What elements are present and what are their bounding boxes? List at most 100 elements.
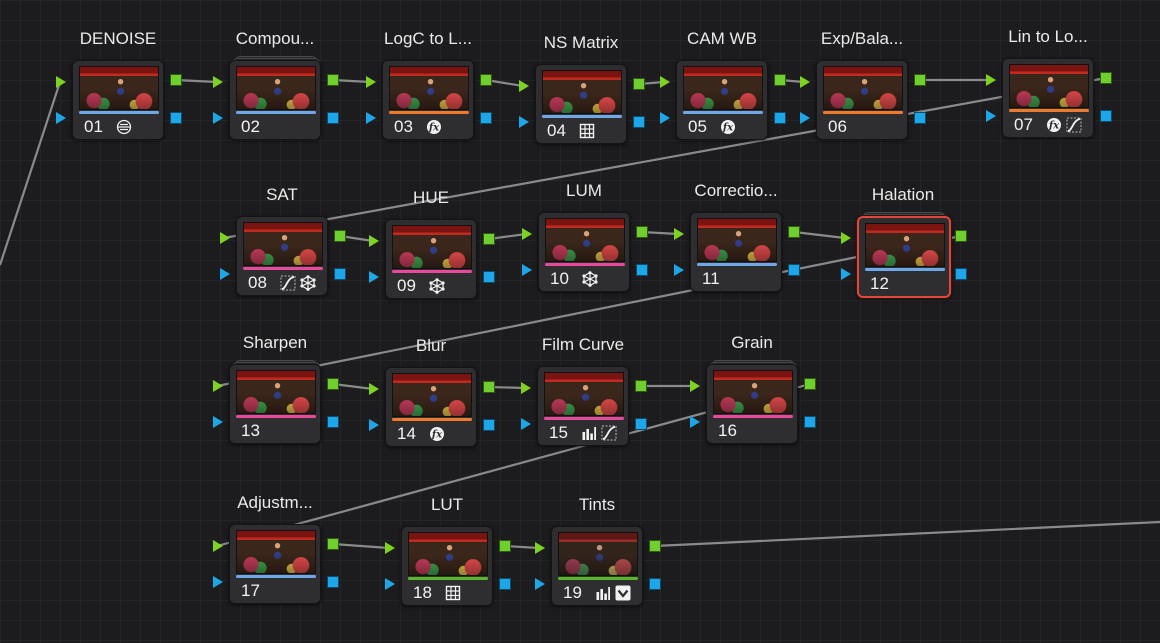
rgb-output-port[interactable] (499, 540, 511, 552)
rgb-output-port[interactable] (955, 230, 967, 242)
key-output-port[interactable] (480, 112, 492, 124)
key-output-port[interactable] (170, 112, 182, 124)
node-box[interactable]: 08 (236, 216, 328, 296)
rgb-output-port[interactable] (804, 378, 816, 390)
node-06[interactable]: Exp/Bala...06 (800, 29, 926, 140)
rgb-output-port[interactable] (633, 78, 645, 90)
key-output-port[interactable] (327, 576, 339, 588)
rgb-output-port[interactable] (1100, 72, 1112, 84)
node-box[interactable]: 10 (538, 212, 630, 292)
rgb-input-port[interactable] (519, 80, 529, 92)
rgb-input-port[interactable] (366, 76, 376, 88)
node-box[interactable]: 04 (535, 64, 627, 144)
rgb-input-port[interactable] (674, 228, 684, 240)
rgb-output-port[interactable] (480, 74, 492, 86)
outgoing-output-line[interactable] (654, 520, 1160, 548)
key-output-port[interactable] (955, 268, 967, 280)
key-output-port[interactable] (804, 416, 816, 428)
rgb-input-port[interactable] (213, 540, 223, 552)
rgb-input-port[interactable] (521, 382, 531, 394)
key-input-port[interactable] (800, 112, 810, 124)
rgb-input-port[interactable] (220, 232, 230, 244)
rgb-output-port[interactable] (635, 380, 647, 392)
key-output-port[interactable] (334, 268, 346, 280)
connection-line[interactable] (223, 76, 1107, 240)
key-input-port[interactable] (366, 112, 376, 124)
key-output-port[interactable] (649, 578, 661, 590)
node-box[interactable]: 01 (72, 60, 164, 140)
node-box[interactable]: 12 (857, 216, 951, 298)
rgb-input-port[interactable] (690, 380, 700, 392)
key-input-port[interactable] (213, 576, 223, 588)
key-output-port[interactable] (327, 416, 339, 428)
key-input-port[interactable] (213, 416, 223, 428)
node-02[interactable]: Compou...02 (213, 29, 339, 140)
rgb-output-port[interactable] (327, 378, 339, 390)
node-11[interactable]: Correctio...11 (674, 181, 800, 292)
key-output-port[interactable] (788, 264, 800, 276)
rgb-input-port[interactable] (385, 542, 395, 554)
key-input-port[interactable] (56, 112, 66, 124)
key-input-port[interactable] (690, 416, 700, 428)
rgb-output-port[interactable] (649, 540, 661, 552)
connection-line[interactable] (793, 230, 846, 240)
key-input-port[interactable] (220, 268, 230, 280)
key-input-port[interactable] (535, 578, 545, 590)
node-box[interactable]: 06 (816, 60, 908, 140)
connection-line[interactable] (175, 78, 218, 84)
rgb-input-port[interactable] (213, 76, 223, 88)
connection-line[interactable] (332, 542, 390, 550)
key-output-port[interactable] (327, 112, 339, 124)
rgb-input-port[interactable] (522, 228, 532, 240)
key-input-port[interactable] (213, 112, 223, 124)
key-output-port[interactable] (483, 419, 495, 431)
rgb-output-port[interactable] (914, 74, 926, 86)
node-box[interactable]: 09 (385, 219, 477, 299)
rgb-input-port[interactable] (800, 76, 810, 88)
node-box[interactable]: 02 (229, 60, 321, 140)
node-box[interactable]: 17 (229, 524, 321, 604)
rgb-output-port[interactable] (483, 233, 495, 245)
key-input-port[interactable] (674, 264, 684, 276)
key-input-port[interactable] (385, 578, 395, 590)
rgb-input-port[interactable] (369, 235, 379, 247)
rgb-output-port[interactable] (483, 381, 495, 393)
connection-line[interactable] (332, 382, 374, 391)
key-output-port[interactable] (636, 264, 648, 276)
rgb-input-port[interactable] (841, 232, 851, 244)
rgb-output-port[interactable] (327, 538, 339, 550)
rgb-output-port[interactable] (636, 226, 648, 238)
key-input-port[interactable] (522, 264, 532, 276)
key-input-port[interactable] (841, 268, 851, 280)
key-input-port[interactable] (660, 112, 670, 124)
node-box[interactable]: 11 (690, 212, 782, 292)
rgb-output-port[interactable] (774, 74, 786, 86)
rgb-input-port[interactable] (660, 76, 670, 88)
key-output-port[interactable] (633, 116, 645, 128)
rgb-output-port[interactable] (334, 230, 346, 242)
key-input-port[interactable] (986, 110, 996, 122)
key-output-port[interactable] (635, 418, 647, 430)
rgb-input-port[interactable] (213, 380, 223, 392)
rgb-input-port[interactable] (535, 542, 545, 554)
node-box[interactable]: 16 (706, 364, 798, 444)
